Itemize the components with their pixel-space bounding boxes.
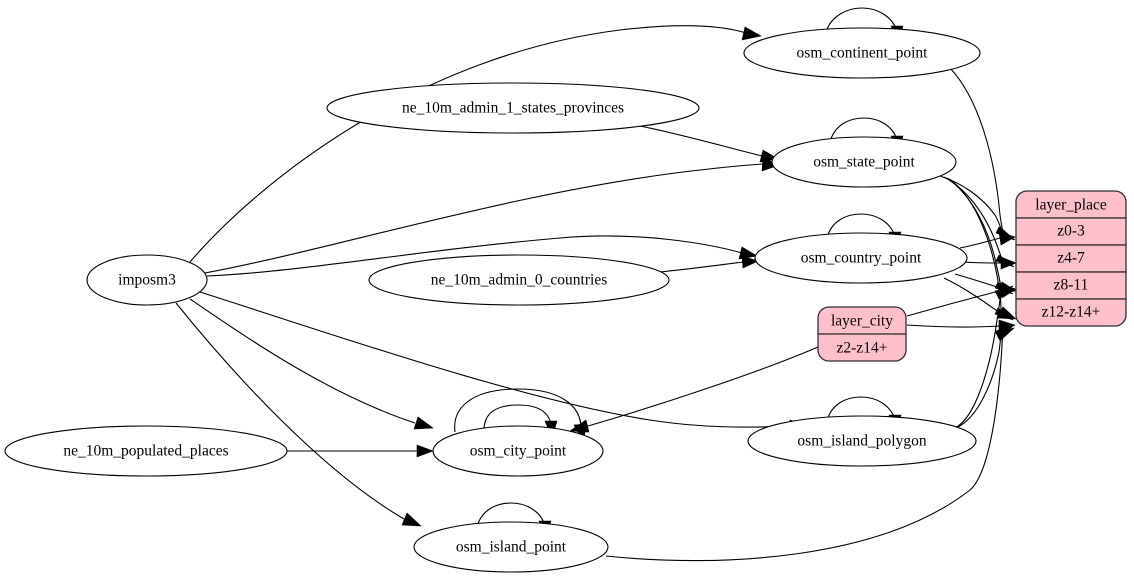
node-osm-state-point[interactable]: osm_state_point — [771, 136, 957, 188]
edge-layer-city-to-layer-place-z8-11 — [906, 290, 1000, 317]
edge-osm-country-point-to-layer-place-z0-3 — [959, 237, 1001, 249]
node-osm-island-point-label: osm_island_point — [456, 539, 567, 556]
edge-imposm3-to-osm-island-polygon — [199, 291, 789, 428]
record-layer-place-z0-3-label: z0-3 — [1057, 223, 1085, 240]
node-osm-island-polygon[interactable]: osm_island_polygon — [747, 415, 977, 467]
edge-osm-state-point-to-layer-place-z8-11 — [946, 177, 1002, 288]
node-osm-island-point[interactable]: osm_island_point — [413, 521, 609, 573]
record-layer-place-row-z12-z14[interactable] — [1015, 298, 1127, 327]
node-ne-populated-shape[interactable] — [4, 425, 288, 477]
edge-osm-island-point-to-layer-place-z12-z14 — [605, 332, 1004, 562]
edge-osm-country-point-to-layer-place-z12-z14 — [943, 277, 1001, 314]
arrowhead-icon — [413, 416, 434, 430]
arrowhead-icon — [996, 306, 1017, 320]
node-ne-countries-shape[interactable] — [368, 254, 670, 306]
arrowhead-icon — [996, 327, 1016, 342]
edge-osm-state-point-to-layer-place-z12-z14 — [949, 178, 1002, 314]
edge-layer-city-to-layer-place-z12-z14 — [906, 324, 1000, 328]
edge-osm-island-polygon-to-layer-place-z8-11 — [954, 291, 1002, 429]
record-layer-city-row-z2-z14[interactable] — [817, 333, 907, 362]
edge-layer-city-to-osm-city-point — [587, 346, 819, 427]
edge-osm-country-point-to-layer-place-z8-11 — [954, 273, 1001, 289]
edge-self-osm-city-point-inner — [483, 404, 552, 431]
node-osm-state-point-label: osm_state_point — [813, 154, 915, 171]
edge-ne-countries-to-osm-country-point — [659, 261, 744, 273]
arrowhead-icon — [401, 512, 422, 527]
arrowhead-icon — [994, 285, 1014, 300]
edge-imposm3-to-osm-continent-point — [189, 25, 747, 263]
edge-osm-country-point-to-layer-place-z4-7 — [962, 261, 1002, 264]
node-osm-state-point-shape[interactable] — [771, 136, 957, 188]
node-osm-country-point[interactable]: osm_country_point — [754, 232, 968, 284]
arrowhead-icon — [998, 231, 1016, 246]
arrowhead-icon — [1000, 256, 1017, 270]
edge-osm-continent-point-to-layer-place-z0-3 — [949, 67, 1004, 233]
node-ne-populated-label: ne_10m_populated_places — [63, 443, 228, 460]
edge-self-osm-state-point — [829, 117, 898, 143]
node-ne-states-shape[interactable] — [326, 82, 700, 134]
node-osm-island-polygon-shape[interactable] — [747, 415, 977, 467]
node-ne-countries-label: ne_10m_admin_0_countries — [431, 272, 608, 289]
edge-osm-state-point-to-layer-place-z0-3 — [939, 175, 1003, 232]
record-layer-place-row-z0-3[interactable] — [1015, 217, 1127, 246]
node-osm-city-point-label: osm_city_point — [470, 443, 567, 460]
arrowhead-icon — [416, 444, 434, 458]
node-osm-island-point-shape[interactable] — [413, 521, 609, 573]
arrowhead-icon — [738, 246, 758, 260]
node-osm-continent-point-shape[interactable] — [743, 27, 981, 79]
arrowhead-icon — [741, 255, 759, 269]
edge-self-osm-island-polygon — [826, 396, 896, 422]
node-osm-continent-point-label: osm_continent_point — [797, 45, 929, 62]
node-ne-10m-admin-1-states-provinces[interactable]: ne_10m_admin_1_states_provinces — [326, 82, 700, 134]
edge-imposm3-to-osm-country-point — [206, 235, 743, 277]
edge-imposm3-to-osm-state-point — [204, 163, 764, 274]
edge-self-osm-city-point-outer — [454, 388, 582, 433]
node-imposm3-shape[interactable] — [86, 254, 208, 306]
node-ne-10m-populated-places[interactable]: ne_10m_populated_places — [4, 425, 288, 477]
node-osm-continent-point[interactable]: osm_continent_point — [743, 27, 981, 79]
node-osm-city-point[interactable]: osm_city_point — [432, 425, 604, 477]
edge-layer — [175, 7, 1017, 562]
node-layer: imposm3 ne_10m_admin_1_states_provinces … — [4, 27, 981, 573]
node-osm-city-point-shape[interactable] — [432, 425, 604, 477]
record-layer-place-row-title[interactable] — [1015, 190, 1127, 219]
record-layer-city-row-title[interactable] — [817, 306, 907, 335]
node-osm-country-point-shape[interactable] — [754, 232, 968, 284]
record-layer-place-row-z4-7[interactable] — [1015, 244, 1127, 273]
node-ne-states-label: ne_10m_admin_1_states_provinces — [402, 100, 624, 117]
arrowhead-icon — [569, 419, 590, 433]
record-layer: layer_place z0-3 z4-7 z8-11 z12-z14+ lay… — [817, 190, 1127, 362]
edge-osm-island-polygon-to-layer-place-z12-z14 — [957, 331, 1002, 428]
node-osm-country-point-label: osm_country_point — [801, 250, 922, 267]
record-layer-city-z2-z14-label: z2-z14+ — [837, 340, 888, 357]
edge-self-osm-island-point — [476, 502, 546, 528]
edge-self-osm-country-point — [826, 213, 896, 239]
edge-imposm3-to-osm-city-point — [189, 298, 416, 424]
edge-ne-states-to-osm-state-point — [639, 125, 763, 157]
node-osm-island-polygon-label: osm_island_polygon — [797, 433, 926, 450]
record-layer-place-title-label: layer_place — [1035, 197, 1107, 214]
node-ne-10m-admin-0-countries[interactable]: ne_10m_admin_0_countries — [368, 254, 670, 306]
edge-imposm3-to-osm-island-point — [175, 302, 405, 520]
node-imposm3[interactable]: imposm3 — [86, 254, 208, 306]
arrowhead-icon — [741, 26, 762, 41]
node-imposm3-label: imposm3 — [118, 272, 176, 289]
record-layer-place-z8-11-label: z8-11 — [1054, 277, 1089, 294]
record-layer-place[interactable]: layer_place z0-3 z4-7 z8-11 z12-z14+ — [1015, 190, 1127, 327]
record-layer-city-title-label: layer_city — [831, 313, 893, 330]
record-layer-place-z4-7-label: z4-7 — [1057, 250, 1085, 267]
record-layer-city[interactable]: layer_city z2-z14+ — [817, 306, 907, 362]
record-layer-place-z12-z14-label: z12-z14+ — [1042, 304, 1101, 321]
edge-self-osm-continent-point — [825, 7, 898, 33]
